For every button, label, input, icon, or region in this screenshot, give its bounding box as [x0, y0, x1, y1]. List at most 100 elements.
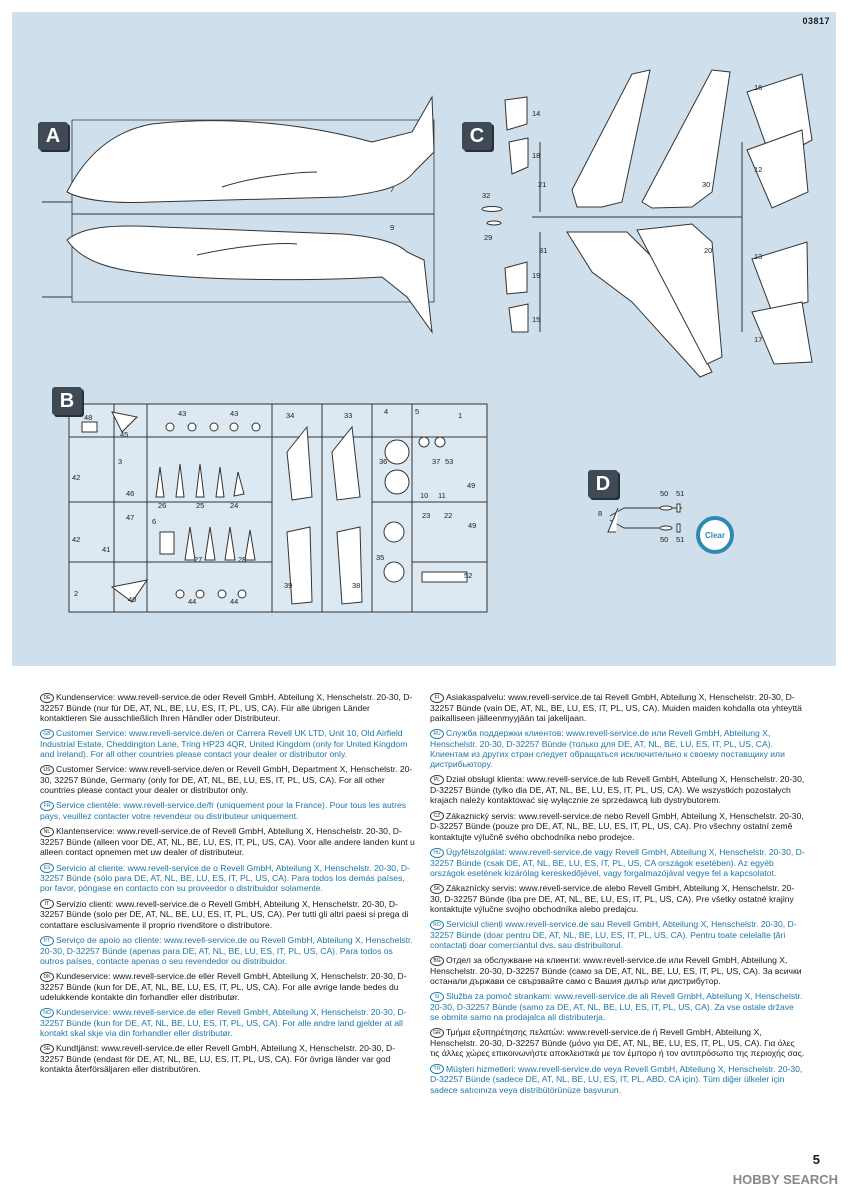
- part-number-label: 29: [484, 233, 492, 242]
- part-number-label: 37: [432, 457, 440, 466]
- country-code-badge: FR: [40, 801, 54, 812]
- service-text: Serviço de apoio ao cliente: www.revell-…: [40, 934, 413, 966]
- part-number-label: 13: [754, 252, 762, 261]
- sprue-c: [481, 69, 813, 378]
- service-text: Klantenservice: www.revell-service.de of…: [40, 826, 415, 858]
- part-number-label: 46: [126, 489, 134, 498]
- part-number-label: 40: [128, 595, 136, 604]
- country-code-badge: PT: [40, 935, 54, 946]
- article-number: 03817: [802, 16, 830, 26]
- part-number-label: 42: [72, 535, 80, 544]
- part-number-label: 35: [376, 553, 384, 562]
- service-text: Dział obsługi klienta: www.revell-servic…: [430, 774, 805, 806]
- country-code-badge: RU: [430, 728, 444, 739]
- service-text: Ügyfélszolgálat: www.revell-service.de v…: [430, 846, 805, 878]
- part-number-label: 28: [238, 555, 246, 564]
- country-code-badge: SI: [430, 992, 444, 1003]
- service-text: Отдел за обслужване на клиенти: www.reve…: [430, 955, 802, 987]
- part-number-label: 19: [532, 271, 540, 280]
- part-number-label: 31: [539, 246, 547, 255]
- country-code-badge: TR: [430, 1064, 444, 1075]
- part-number-label: 53: [445, 457, 453, 466]
- part-number-label: 45: [120, 430, 128, 439]
- country-code-badge: ES: [40, 863, 54, 874]
- country-code-badge: GB: [40, 728, 54, 739]
- country-code-badge: DK: [40, 971, 54, 982]
- part-number-label: 44: [230, 597, 238, 606]
- part-number-label: 23: [422, 511, 430, 520]
- service-text: Zákaznický servis: www.revell-service.de…: [430, 810, 804, 842]
- sprue-d-labels: 8 50 51 50 51: [598, 489, 684, 544]
- part-number-label: 51: [676, 535, 684, 544]
- part-number-label: 4: [384, 407, 388, 416]
- part-number-label: 50: [660, 489, 668, 498]
- part-number-label: 17: [754, 335, 762, 344]
- part-number-label: 16: [754, 83, 762, 92]
- country-code-badge: IT: [40, 899, 54, 910]
- part-number-label: 48: [84, 413, 92, 422]
- part-number-label: 9: [390, 223, 394, 232]
- service-text: Servizio clienti: www.revell-service.de …: [40, 898, 409, 930]
- country-code-badge: NO: [40, 1007, 54, 1018]
- part-number-label: 26: [158, 501, 166, 510]
- part-number-label: 24: [230, 501, 238, 510]
- part-number-label: 33: [344, 411, 352, 420]
- sprue-b: [68, 403, 488, 613]
- country-code-badge: US: [40, 765, 54, 776]
- country-code-badge: GR: [430, 1028, 444, 1039]
- part-number-label: 10: [420, 491, 428, 500]
- service-text: Kundeservice: www.revell-service.de elle…: [40, 970, 407, 1002]
- sprue-c-labels: 14 18 32 29 19 15 21 30 31 20 16 12 13 1…: [482, 83, 762, 344]
- part-number-label: 5: [415, 407, 419, 416]
- part-number-label: 14: [532, 109, 540, 118]
- country-code-badge: NL: [40, 827, 54, 838]
- part-number-label: 32: [482, 191, 490, 200]
- country-code-badge: DE: [40, 692, 54, 703]
- part-number-label: 43: [178, 409, 186, 418]
- part-number-label: 3: [118, 457, 122, 466]
- part-number-label: 49: [467, 481, 475, 490]
- part-number-label: 30: [702, 180, 710, 189]
- service-text: Asiakaspalvelu: www.revell-service.de ta…: [430, 692, 802, 723]
- country-code-badge: BG: [430, 955, 444, 966]
- part-number-label: 52: [464, 571, 472, 580]
- sprue-a-labels: 7 9: [390, 185, 394, 232]
- service-text: Zákaznícky servis: www.revell-service.de…: [430, 882, 795, 914]
- watermark: HOBBY SEARCH: [732, 1172, 838, 1187]
- part-number-label: 47: [126, 513, 134, 522]
- part-number-label: 43: [230, 409, 238, 418]
- service-text: Τμήμα εξυπηρέτησης πελατών: www.revell-s…: [430, 1027, 805, 1059]
- part-number-label: 34: [286, 411, 294, 420]
- part-number-label: 12: [754, 165, 762, 174]
- sprue-label-d: D: [588, 470, 618, 498]
- part-number-label: 20: [704, 246, 712, 255]
- service-text: Kundeservice: www.revell-service.de elle…: [40, 1007, 407, 1038]
- sprue-diagrams: 7 9: [42, 69, 813, 613]
- page-number: 5: [812, 1152, 820, 1167]
- sprue-label-b: B: [52, 387, 82, 415]
- part-number-label: 50: [660, 535, 668, 544]
- service-text: Customer Service: www.revell-service.de/…: [40, 728, 408, 760]
- clear-label: Clear: [705, 531, 725, 540]
- country-code-badge: PL: [430, 775, 444, 786]
- service-text: Служба поддержки клиентов: www.revell-se…: [430, 728, 785, 770]
- part-number-label: 6: [152, 517, 156, 526]
- part-number-label: 2: [74, 589, 78, 598]
- part-number-label: 8: [598, 509, 602, 518]
- part-number-label: 27: [194, 555, 202, 564]
